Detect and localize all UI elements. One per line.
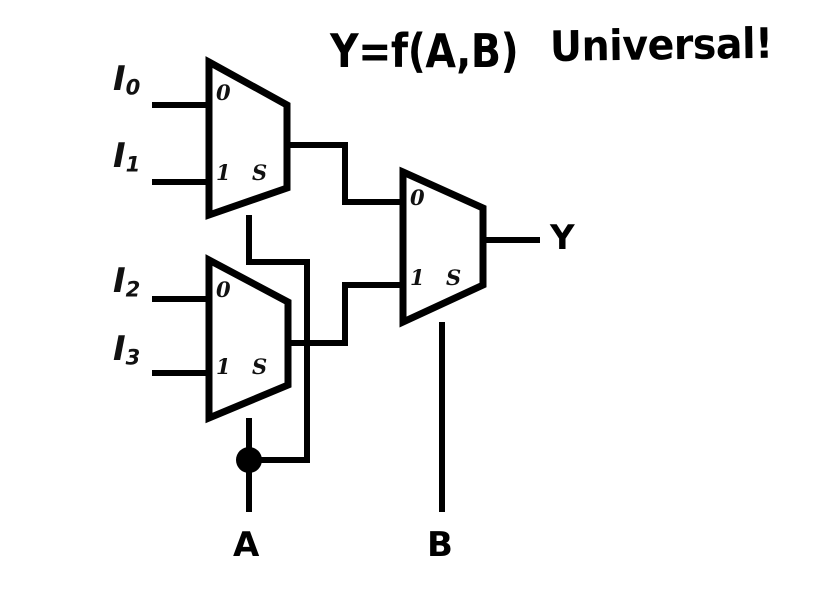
wire-mux1-out-to-mux3-in0 xyxy=(287,142,404,205)
mux-middle-pin0-label: 0 xyxy=(216,277,231,302)
select-label-a: A xyxy=(233,525,260,565)
junction-dot-a xyxy=(236,447,262,473)
mux-top-select-label: S xyxy=(252,160,267,185)
mux-top[interactable]: 0 1 S xyxy=(205,56,291,220)
mux-output[interactable]: 0 1 S xyxy=(399,166,487,328)
mux-top-pin0-label: 0 xyxy=(216,80,231,105)
mux-middle-select-label: S xyxy=(252,354,267,379)
wire-layer xyxy=(152,102,540,512)
select-label-b: B xyxy=(427,525,453,565)
input-label-i2-subscript: 2 xyxy=(125,276,141,302)
wire-mux2-out-to-mux3-in1 xyxy=(288,282,404,346)
mux-middle-body xyxy=(205,254,292,424)
input-label-i0-base: I xyxy=(113,59,126,99)
input-label-i0-subscript: 0 xyxy=(125,74,141,100)
input-label-i0: I0 xyxy=(113,62,140,98)
input-label-i1: I1 xyxy=(113,139,140,175)
input-label-i3-base: I xyxy=(113,329,126,369)
mux-middle-pin1-label: 1 xyxy=(216,354,231,379)
input-label-i3-subscript: 3 xyxy=(125,344,141,370)
mux-top-body xyxy=(205,56,291,220)
input-label-i1-subscript: 1 xyxy=(125,151,141,177)
output-label-y: Y xyxy=(550,218,575,258)
mux-output-pin1-label: 1 xyxy=(410,265,425,290)
input-label-i3: I3 xyxy=(113,332,140,368)
mux-output-pin0-label: 0 xyxy=(410,185,425,210)
title-formula: Y=f(A,B) xyxy=(330,24,519,78)
mux-output-select-label: S xyxy=(446,265,461,290)
mux-output-body xyxy=(399,166,487,328)
title-universal-note: Universal! xyxy=(549,18,773,71)
mux-middle[interactable]: 0 1 S xyxy=(205,254,292,424)
mux-top-pin1-label: 1 xyxy=(216,160,231,185)
input-label-i2-base: I xyxy=(113,261,126,301)
wire-a-to-mux1-select xyxy=(246,215,310,463)
input-label-i2: I2 xyxy=(113,264,140,300)
input-label-i1-base: I xyxy=(113,136,126,176)
